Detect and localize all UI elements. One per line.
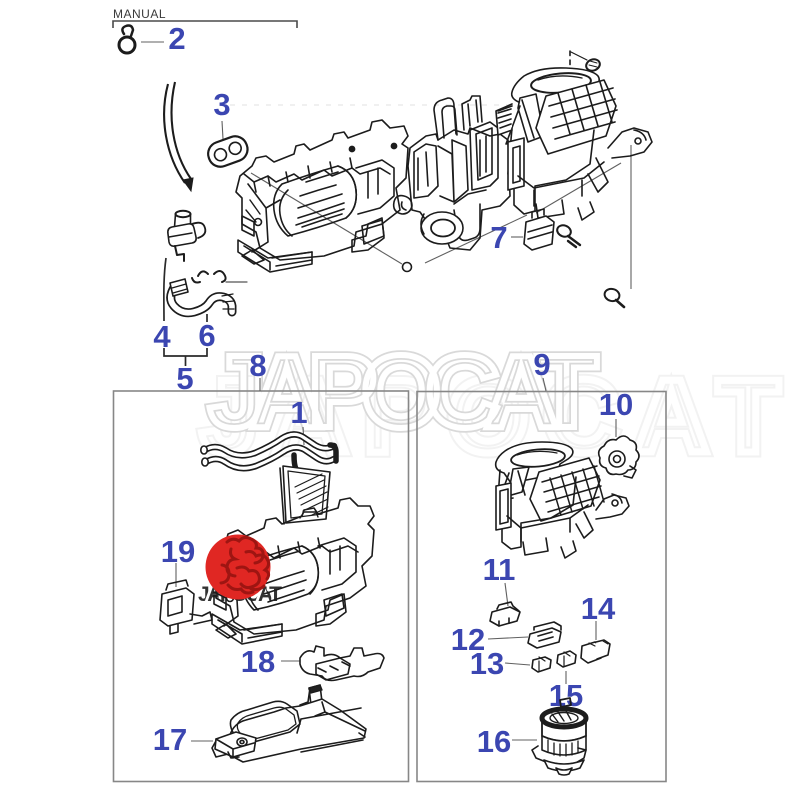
svg-text:6: 6 bbox=[198, 318, 215, 353]
svg-text:5: 5 bbox=[176, 361, 193, 396]
svg-text:10: 10 bbox=[599, 387, 633, 422]
svg-text:2: 2 bbox=[168, 21, 185, 56]
svg-text:8: 8 bbox=[249, 348, 266, 383]
svg-text:7: 7 bbox=[490, 220, 507, 255]
svg-text:3: 3 bbox=[213, 87, 230, 122]
svg-text:18: 18 bbox=[241, 644, 275, 679]
svg-text:11: 11 bbox=[483, 552, 516, 587]
svg-text:14: 14 bbox=[581, 591, 616, 626]
svg-text:13: 13 bbox=[470, 646, 504, 681]
svg-text:1: 1 bbox=[290, 395, 307, 430]
svg-text:17: 17 bbox=[153, 722, 187, 757]
svg-text:12: 12 bbox=[451, 622, 485, 657]
svg-text:9: 9 bbox=[533, 347, 550, 382]
svg-text:4: 4 bbox=[153, 319, 171, 354]
svg-text:16: 16 bbox=[477, 724, 511, 759]
svg-text:MANUAL: MANUAL bbox=[113, 7, 166, 21]
svg-text:19: 19 bbox=[161, 534, 195, 569]
